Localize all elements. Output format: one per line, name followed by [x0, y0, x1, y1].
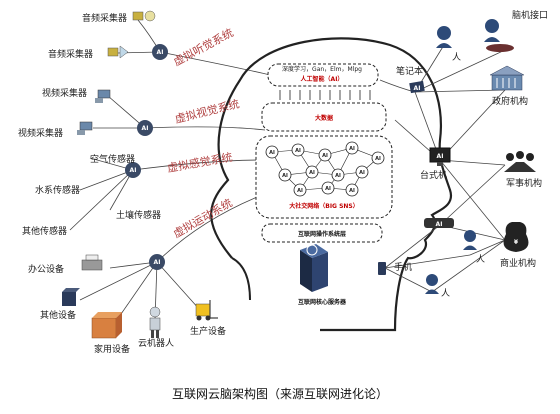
net-ai-label-8: AI: [335, 173, 341, 179]
production-forklift-icon: [195, 300, 218, 321]
business-label: 商业机构: [500, 257, 536, 269]
audio-collector-label-1: 音频采集器: [82, 12, 127, 24]
system-motor-label: 虚拟运动系统: [171, 195, 235, 240]
ai-node-motor-label: AI: [154, 259, 161, 266]
audio-collector-label-2: 音频采集器: [48, 48, 93, 60]
ai-band-label: 人工智能（AI）: [301, 75, 344, 83]
phone-label: 手机: [394, 261, 412, 273]
net-ai-label-12: AI: [349, 188, 355, 194]
production-device-label: 生产设备: [190, 325, 226, 337]
ai-node-vision: AI: [137, 120, 153, 136]
home-device-label: 家用设备: [94, 343, 130, 355]
core-server: 互联网核心服务器: [298, 244, 347, 306]
home-device-icon: [91, 312, 122, 339]
cloud-robot-icon: [149, 306, 161, 338]
ai-node-sensing: AI: [125, 162, 141, 178]
video-collector-label-1: 视频采集器: [42, 87, 87, 99]
other-device-label: 其他设备: [40, 309, 76, 321]
notebook-label: 笔记本: [396, 65, 423, 77]
person-top-icon: [436, 26, 452, 48]
diagram-caption: 互联网云脑架构图（来源互联网进化论）: [172, 386, 388, 401]
audio-collector-icon: [107, 45, 129, 59]
brain-ai-band: 深度学习，Gan，Elm，Mlpg 人工智能（AI）: [267, 63, 379, 87]
brain-network-band: AI AI AI AI AI AI AI AI AI AI AI AI 大社交网…: [255, 135, 393, 219]
system-vision-label: 虚拟视觉系统: [173, 96, 240, 126]
money-symbol: ¥: [514, 239, 519, 246]
glasses-ai-label: AI: [436, 221, 443, 228]
ai-node-sensing-label: AI: [130, 167, 137, 174]
system-hearing-label: 虚拟听觉系统: [171, 25, 236, 68]
net-ai-label-3: AI: [322, 153, 328, 159]
net-ai-label-11: AI: [325, 186, 331, 192]
person-bottom-icon: [425, 274, 439, 294]
head-outline: [210, 37, 453, 332]
notebook-ai-label: AI: [414, 85, 421, 92]
office-device-label: 办公设备: [28, 263, 64, 275]
other-device-icon: [62, 288, 80, 306]
desktop-ai-label: AI: [437, 153, 444, 160]
net-ai-label-6: AI: [282, 173, 288, 179]
net-ai-label-10: AI: [297, 188, 303, 194]
ai-node-hearing-label: AI: [157, 49, 164, 56]
big-sns-label: 大社交网络（BIG SNS）: [289, 202, 358, 210]
government-label: 政府机构: [492, 95, 528, 107]
net-ai-label-5: AI: [375, 156, 381, 162]
vr-glasses-icon: AI: [424, 218, 454, 228]
core-server-label: 互联网核心服务器: [298, 298, 347, 306]
deep-learning-label: 深度学习，Gan，Elm，Mlpg: [282, 65, 362, 73]
soil-sensor-label: 土壤传感器: [116, 209, 161, 221]
ai-node-hearing: AI: [152, 44, 168, 60]
net-ai-label-1: AI: [269, 150, 275, 156]
air-sensor-label: 空气传感器: [90, 153, 135, 165]
net-ai-label-7: AI: [309, 170, 315, 176]
brain-bigdata-band: 大数据: [261, 102, 387, 132]
net-ai-label-9: AI: [359, 170, 365, 176]
person-bottom-label: 人: [441, 288, 450, 299]
cloud-robot-label: 云机器人: [138, 337, 174, 349]
desktop-label: 台式机: [420, 169, 447, 181]
net-ai-label-2: AI: [295, 148, 301, 154]
left-connection-lines: [69, 19, 271, 331]
ai-node-motor: AI: [149, 254, 165, 270]
desktop-computer-icon: AI: [429, 147, 451, 166]
head-jaw: [231, 257, 251, 301]
ai-node-vision-label: AI: [142, 125, 149, 132]
other-sensor-label: 其他传感器: [22, 225, 67, 237]
military-people-icon: [504, 151, 536, 172]
big-data-label: 大数据: [315, 114, 333, 122]
brain-interface-head-icon: [484, 19, 514, 52]
brain-os-layer: 互联网操作系统层: [261, 223, 383, 243]
phone-icon: [378, 262, 386, 275]
person-mid-icon: [463, 230, 477, 250]
video-collector-icon: [95, 89, 111, 103]
brain-interface-label: 脑机接口: [512, 9, 548, 21]
net-ai-label-4: AI: [349, 146, 355, 152]
government-building-icon: [489, 65, 525, 91]
audio-collector-icon: [132, 10, 156, 22]
office-printer-icon: [81, 254, 103, 271]
right-connection-lines: [379, 44, 506, 293]
notebook-icon: AI: [409, 80, 425, 94]
water-sensor-label: 水系传感器: [35, 184, 80, 196]
money-bag-icon: ¥: [503, 222, 529, 252]
video-collector-icon: [77, 121, 93, 135]
military-label: 军事机构: [506, 177, 542, 189]
brain-arrows: [279, 90, 371, 100]
person-top-label: 人: [452, 52, 461, 63]
person-mid-label: 人: [476, 254, 485, 265]
video-collector-label-2: 视频采集器: [18, 127, 63, 139]
os-layer-label: 互联网操作系统层: [298, 230, 346, 238]
